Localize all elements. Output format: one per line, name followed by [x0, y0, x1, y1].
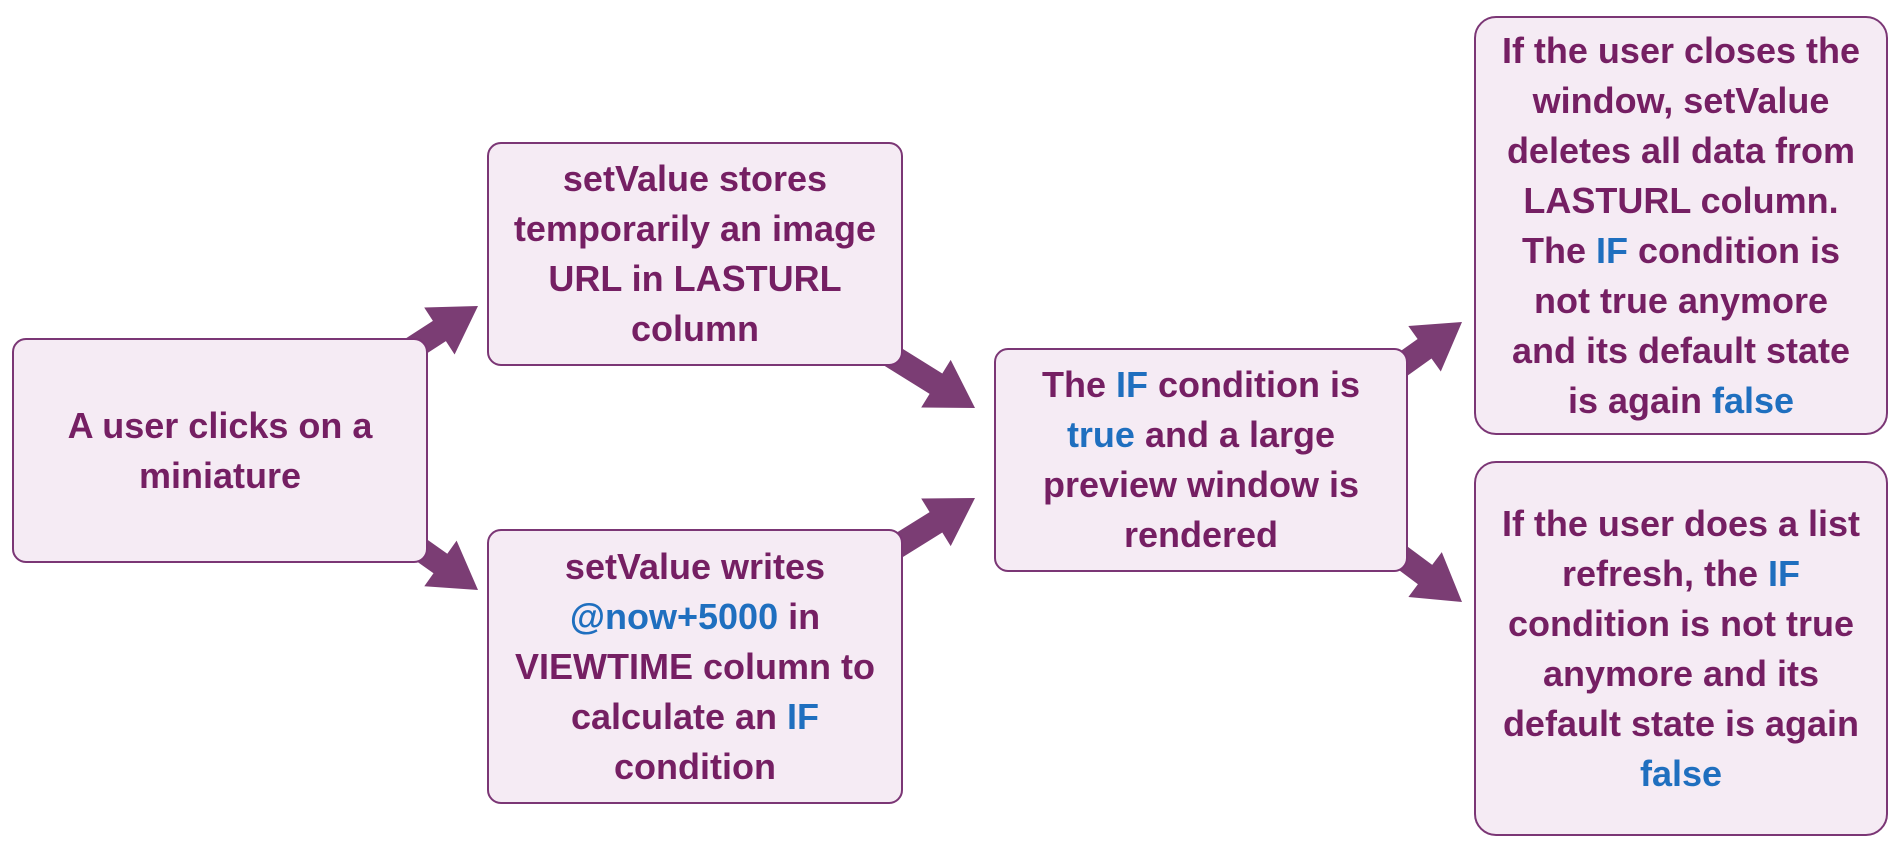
text-run: setValue writes — [564, 545, 826, 587]
text-run: condition is — [1628, 229, 1840, 271]
box-text-line: LASTURL column. — [1502, 176, 1860, 226]
box-text-line: window, setValue — [1502, 76, 1860, 126]
box-text-line: setValue stores — [514, 154, 876, 204]
text-run: miniature — [138, 454, 302, 496]
text-run: If the user does a list — [1501, 502, 1861, 544]
box-text-line: @now+5000 in — [515, 592, 875, 642]
text-run: deletes all data from — [1506, 129, 1856, 171]
text-run: in — [778, 595, 821, 637]
text-run: temporarily an image — [513, 208, 877, 249]
text-run: condition — [614, 745, 776, 787]
box-text-line: If the user closes the — [1502, 26, 1860, 76]
highlight-text: false — [1712, 379, 1795, 421]
text-run: window, setValue — [1532, 79, 1830, 121]
box-text-line: and its default state — [1502, 326, 1860, 376]
box-text-line: VIEWTIME column to — [515, 642, 875, 692]
box-text-line: The IF condition is — [1042, 360, 1360, 410]
text-run: LASTURL column. — [1523, 179, 1839, 221]
text-run: setValue stores — [562, 158, 828, 199]
text-run: default state is again — [1502, 702, 1860, 744]
box-text: If the user closes the window, setValue de… — [1502, 26, 1860, 426]
highlight-text: IF — [1116, 364, 1148, 405]
box-text-line: refresh, the IF — [1502, 549, 1860, 599]
highlight-text: @now+5000 — [569, 595, 779, 637]
highlight-text: true — [1066, 414, 1135, 455]
text-run: is again — [1567, 379, 1712, 421]
box-text-line: If the user does a list — [1502, 499, 1860, 549]
box-text-line: The IF condition is — [1502, 226, 1860, 276]
box-text-line: condition — [515, 742, 875, 792]
box-user-closes-window: If the user closes the window, setValue de… — [1474, 16, 1888, 435]
text-run: and a large — [1134, 414, 1336, 455]
box-user-clicks-miniature: A user clicks on a miniature — [12, 338, 428, 563]
text-run: rendered — [1123, 514, 1279, 555]
box-text-line: anymore and its — [1502, 649, 1860, 699]
box-text-line: is again false — [1502, 376, 1860, 426]
text-run: preview window is — [1042, 464, 1360, 505]
box-text-line: calculate an IF — [515, 692, 875, 742]
box-text-line: column — [514, 304, 876, 354]
box-text-line: preview window is — [1042, 460, 1360, 510]
box-text-line: deletes all data from — [1502, 126, 1860, 176]
box-text: A user clicks on a miniature — [68, 401, 373, 501]
text-run: not true anymore — [1533, 279, 1829, 321]
highlight-text: IF — [1768, 552, 1801, 594]
box-text-line: default state is again — [1502, 699, 1860, 749]
text-run: The — [1521, 229, 1596, 271]
box-text-line: false — [1502, 749, 1860, 799]
text-run: VIEWTIME column to — [515, 645, 875, 687]
text-run: condition is — [1148, 364, 1360, 405]
highlight-text: false — [1639, 752, 1723, 794]
highlight-text: IF — [1596, 229, 1628, 271]
box-text-line: A user clicks on a — [68, 401, 373, 451]
box-text-line: setValue writes — [515, 542, 875, 592]
text-run: and its default state — [1511, 329, 1851, 371]
arrow-store-to-condition — [878, 341, 975, 408]
text-run: column — [630, 308, 759, 349]
box-text-line: miniature — [68, 451, 373, 501]
highlight-text: IF — [787, 695, 820, 737]
text-run: If the user closes the — [1501, 29, 1861, 71]
text-run: refresh, the — [1561, 552, 1769, 594]
box-text-line: temporarily an image — [514, 204, 876, 254]
box-text-line: URL in LASTURL — [514, 254, 876, 304]
box-text-line: true and a large — [1042, 410, 1360, 460]
box-text-line: rendered — [1042, 510, 1360, 560]
text-run: A user clicks on a — [67, 404, 373, 446]
text-run: condition is not true — [1508, 602, 1854, 644]
text-run: URL in LASTURL — [548, 258, 842, 299]
text-run: calculate an — [570, 695, 788, 737]
box-text-line: not true anymore — [1502, 276, 1860, 326]
text-run: The — [1041, 364, 1116, 405]
text-run: anymore and its — [1542, 652, 1820, 694]
box-text-line: condition is not true — [1502, 599, 1860, 649]
